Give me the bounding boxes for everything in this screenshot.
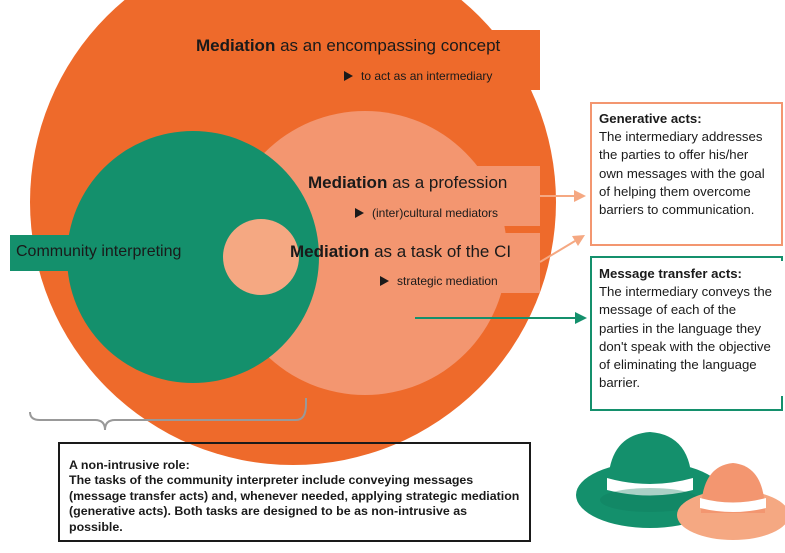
non-intrusive-role-box: A non-intrusive role: The tasks of the c… bbox=[58, 442, 531, 542]
mediation-task-bar bbox=[283, 233, 540, 293]
arrow-icon bbox=[415, 190, 587, 324]
generative-acts-heading: Generative acts: bbox=[599, 111, 702, 126]
mediation-concept-bar bbox=[186, 30, 540, 90]
strategic-mediation-circle bbox=[223, 219, 299, 295]
message-transfer-acts-box: Message transfer acts: The intermediary … bbox=[592, 261, 785, 397]
mediation-profession-sub: (inter)cultural mediators bbox=[355, 206, 498, 220]
arrow-icon bbox=[344, 70, 353, 81]
community-interpreting-bar bbox=[10, 235, 230, 271]
mediation-profession-bar bbox=[282, 166, 540, 226]
non-intrusive-role-body: The tasks of the community interpreter i… bbox=[69, 473, 520, 534]
mediation-profession-title: Mediation as a profession bbox=[308, 173, 508, 192]
mediation-task-sub: strategic mediation bbox=[380, 274, 498, 288]
arrow-icon bbox=[380, 275, 389, 286]
arrow-icon bbox=[355, 207, 364, 218]
mediation-task-title: Mediation as a task of the CI bbox=[290, 242, 512, 261]
non-intrusive-role-heading: A non-intrusive role: bbox=[69, 458, 190, 472]
bracket bbox=[29, 398, 307, 431]
generative-acts-box: Generative acts: The intermediary addres… bbox=[592, 106, 781, 224]
orange-hat-icon bbox=[677, 463, 785, 540]
message-transfer-acts-body: The intermediary conveys the message of … bbox=[599, 284, 772, 391]
green-hat-icon bbox=[576, 432, 724, 528]
mediation-concept-sub: to act as an intermediary bbox=[344, 69, 492, 83]
mediation-concept-title: Mediation as an encompassing concept bbox=[196, 36, 501, 55]
message-transfer-acts-heading: Message transfer acts: bbox=[599, 266, 742, 281]
community-interpreting-label: Community interpreting bbox=[16, 243, 182, 260]
generative-acts-body: The intermediary addresses the parties t… bbox=[599, 129, 765, 218]
